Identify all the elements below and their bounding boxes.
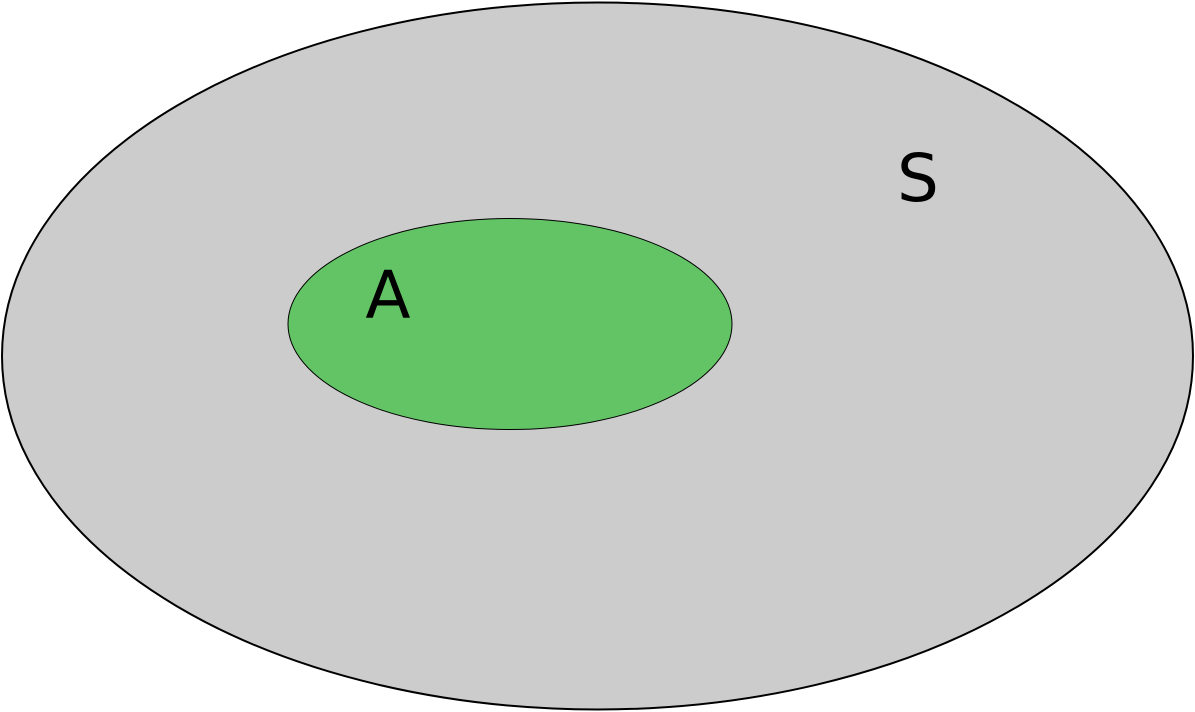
set-a-label: A — [365, 257, 410, 334]
set-a-ellipse — [287, 218, 733, 430]
set-s-label: S — [897, 140, 939, 217]
